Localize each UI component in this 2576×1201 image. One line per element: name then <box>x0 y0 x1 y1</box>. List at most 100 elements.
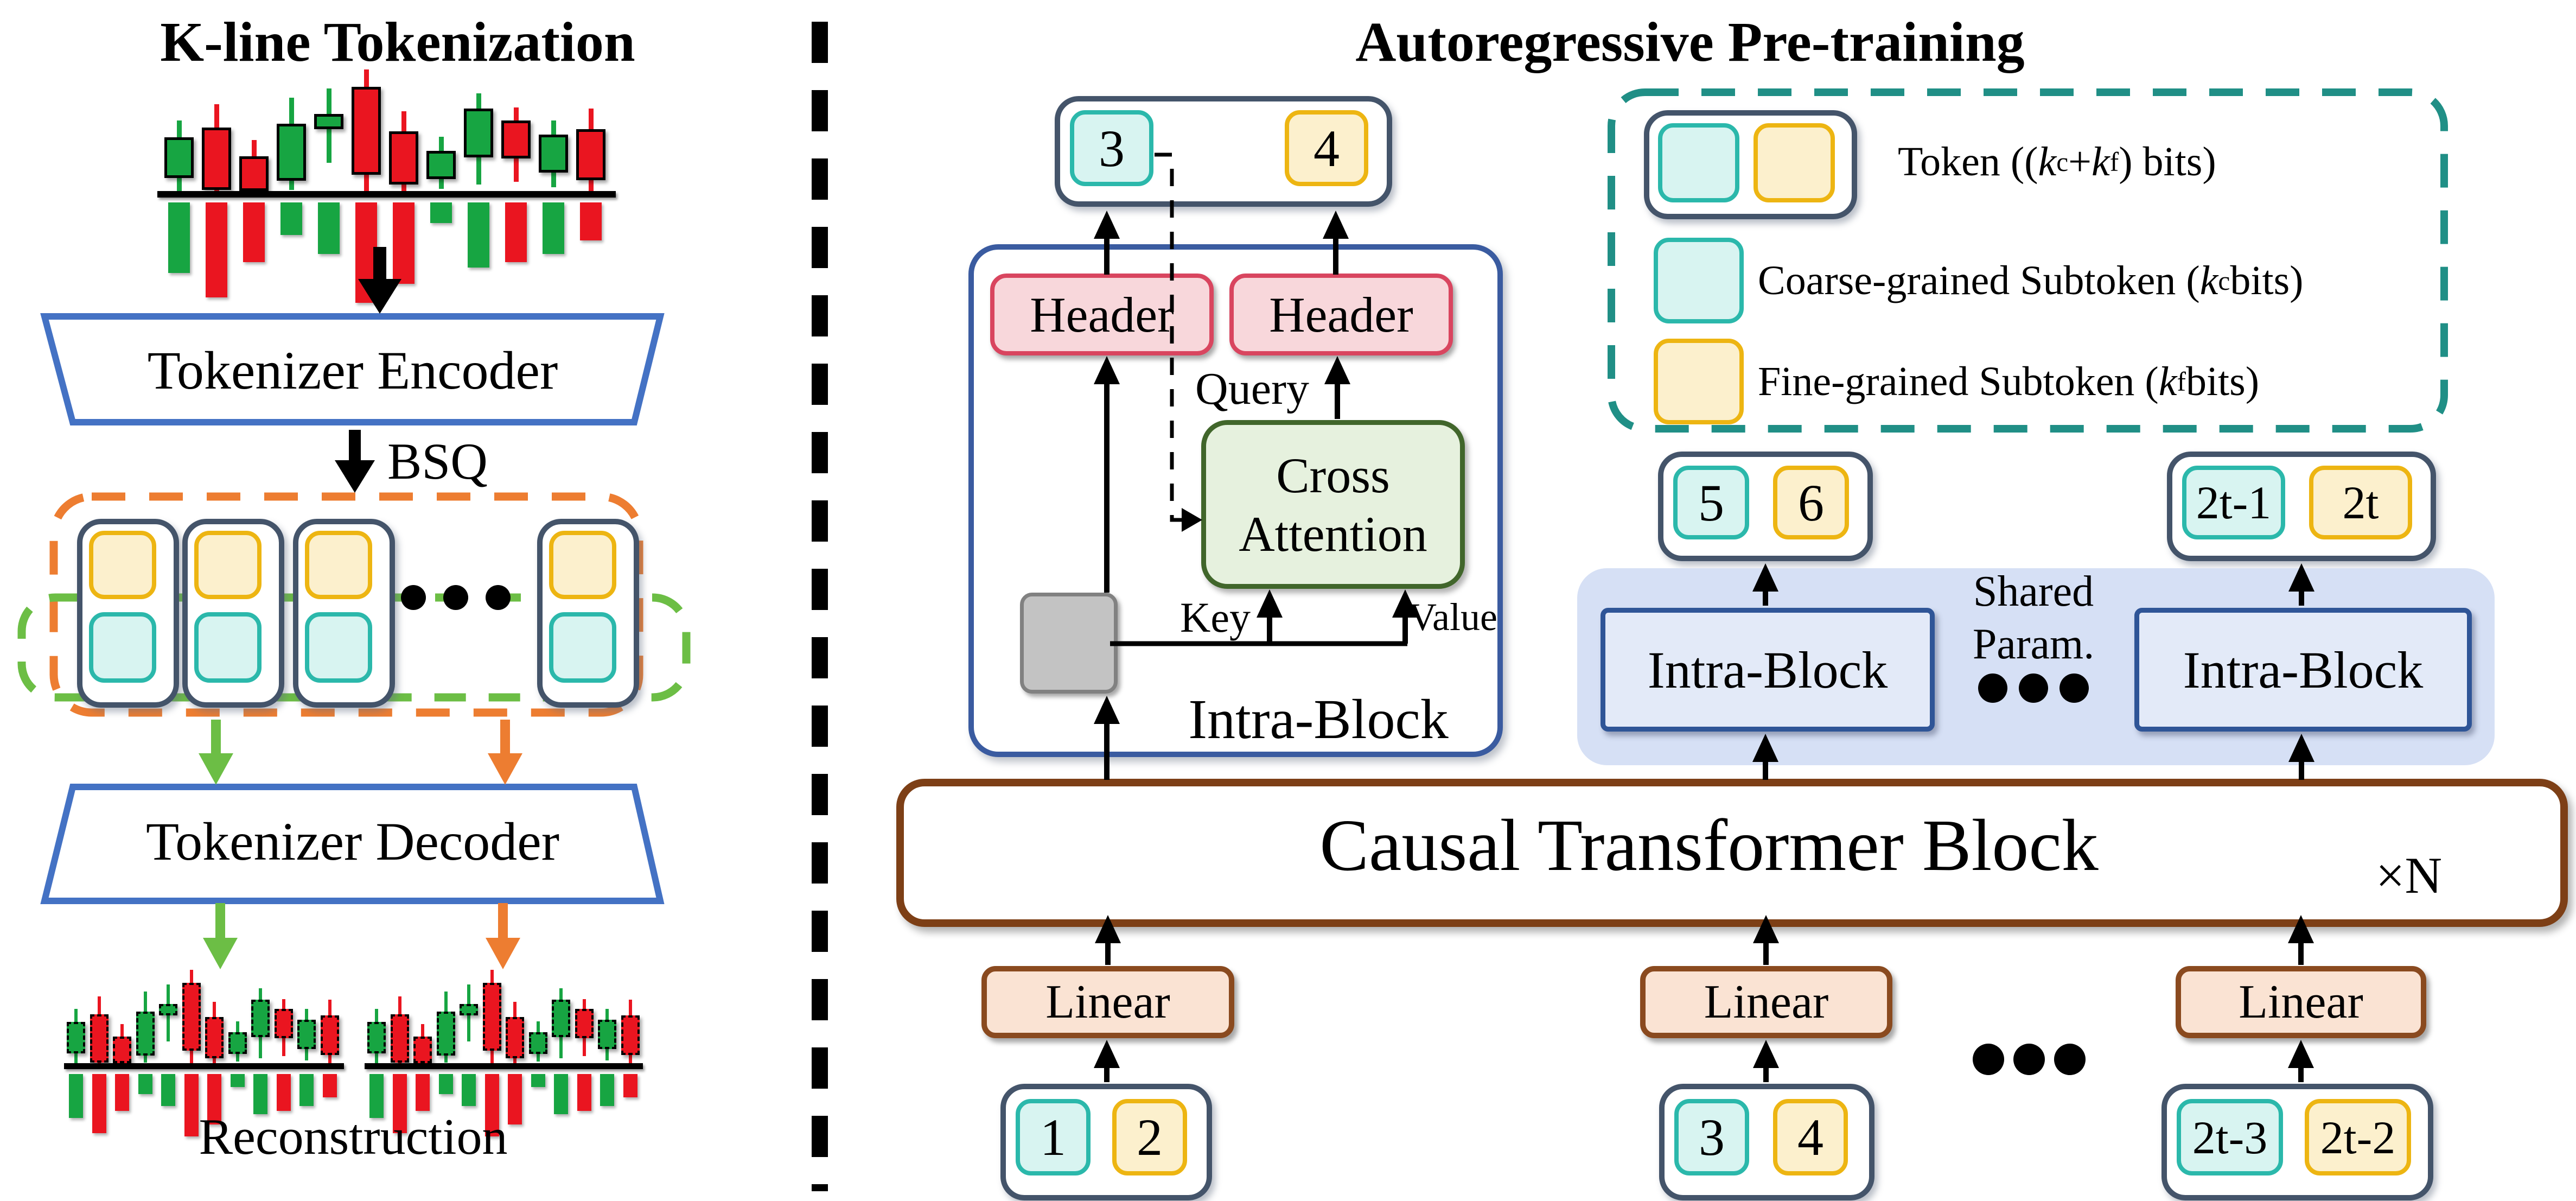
candle-body <box>436 1011 455 1056</box>
volume-bar <box>69 1074 83 1118</box>
token-pair-seq-1 <box>77 519 179 708</box>
volume-bar <box>168 202 190 273</box>
causal-label: Causal Transformer Block <box>1319 805 2099 886</box>
legend-coarse-sample <box>1658 123 1739 202</box>
volume-bar <box>438 1074 453 1095</box>
candle-body <box>501 120 531 158</box>
volume-bar <box>430 202 452 223</box>
volume-bar <box>161 1074 175 1106</box>
candle-body <box>460 1003 478 1016</box>
volume-bar <box>355 202 377 303</box>
token-sequence-orange-outline <box>49 492 643 717</box>
token-pair-3-4: 3 4 <box>1659 1084 1874 1200</box>
value-label: Value <box>1408 595 1497 639</box>
fine-subtoken-2t-2: 2t-2 <box>2305 1099 2411 1175</box>
volume-bar <box>416 1074 430 1111</box>
left-title: K-line Tokenization <box>160 11 635 73</box>
candle-body <box>575 1009 594 1038</box>
shared-param-line1: Shared <box>1973 568 2094 615</box>
volume-bar <box>392 1074 407 1133</box>
recon-baseline <box>365 1063 643 1069</box>
token-pair-2t3-2t2: 2t-3 2t-2 <box>2161 1084 2433 1200</box>
candle-body <box>164 137 194 178</box>
token-pair-seq-2 <box>182 519 284 708</box>
fine-subtoken-2t: 2t <box>2309 466 2412 539</box>
coarse-subtoken-2t-3: 2t-3 <box>2177 1099 2283 1175</box>
volume-bar <box>505 202 527 262</box>
tokenizer-encoder-label: Tokenizer Encoder <box>147 340 558 401</box>
intra-block-1: Intra-Block <box>1601 608 1935 732</box>
candle-body <box>277 124 306 181</box>
candle-body <box>621 1015 640 1055</box>
candle-body <box>320 1015 339 1055</box>
hidden-state-square <box>1020 593 1118 694</box>
linear-box-2: Linear <box>1640 966 1892 1038</box>
coarse-subtoken-3: 3 <box>1070 110 1153 186</box>
query-label: Query <box>1195 363 1309 414</box>
candle-body <box>297 1020 316 1049</box>
volume-bar <box>276 1074 291 1111</box>
candle-body <box>552 1000 570 1038</box>
candle-body <box>528 1032 547 1054</box>
coarse-subtoken <box>305 612 372 683</box>
volume-bar <box>369 1074 384 1118</box>
fine-subtoken <box>305 531 372 599</box>
candle-body <box>113 1036 131 1064</box>
volume-bar <box>484 1074 499 1136</box>
cross-attention-box: Cross Attention <box>1201 420 1465 589</box>
volume-bar <box>207 1074 221 1124</box>
decoder-trapezoid <box>40 784 665 904</box>
reconstruction-chart-right <box>357 947 653 1180</box>
volume-bar <box>623 1074 637 1098</box>
fine-subtoken-6: 6 <box>1773 466 1849 539</box>
candle-body <box>413 1036 432 1064</box>
coarse-subtoken <box>89 612 156 683</box>
volume-bar <box>393 202 415 284</box>
fine-subtoken-4b: 4 <box>1773 1099 1848 1175</box>
volume-bar <box>280 202 302 235</box>
sequence-ellipsis-dots <box>401 585 511 610</box>
section-divider <box>812 22 828 1191</box>
volume-bar <box>253 1074 267 1115</box>
header-box-2 <box>1229 274 1453 355</box>
volume-bar <box>299 1074 314 1106</box>
legend-fine-box <box>1654 339 1744 424</box>
coarse-subtoken <box>549 612 616 683</box>
fine-subtoken <box>194 531 262 599</box>
token-pair-seq-4 <box>537 519 639 708</box>
linear-box-3: Linear <box>2176 966 2426 1038</box>
coarse-subtoken-1: 1 <box>1016 1099 1091 1175</box>
encoder-trapezoid <box>40 313 665 425</box>
coarse-subtoken <box>194 612 262 683</box>
volume-bar <box>206 202 227 297</box>
kline-baseline <box>157 191 616 198</box>
coarse-subtoken-2t-1: 2t-1 <box>2182 466 2285 539</box>
recon-baseline <box>64 1063 344 1069</box>
candle-body <box>389 131 418 185</box>
candle-body <box>182 983 201 1051</box>
volume-bar <box>230 1074 245 1087</box>
legend-token-sample <box>1644 110 1857 219</box>
causal-transformer-block <box>896 779 2568 927</box>
volume-bar <box>184 1074 199 1136</box>
legend-coarse-box <box>1654 238 1744 323</box>
candle-body <box>314 114 343 129</box>
intra-block-2: Intra-Block <box>2134 608 2472 732</box>
candle-body <box>136 1011 155 1056</box>
intra-block-detail-label: Intra-Block <box>1188 688 1449 751</box>
volume-bar <box>577 1074 591 1111</box>
linear-ellipsis-dots <box>1973 1044 2086 1075</box>
xn-label: ×N <box>2375 847 2443 904</box>
token-pair-2t1-2t: 2t-1 2t <box>2167 452 2436 561</box>
volume-bar <box>115 1074 129 1111</box>
candle-body <box>426 151 456 179</box>
volume-bar <box>543 202 564 254</box>
token-pair-seq-3 <box>293 519 395 708</box>
candle-body <box>90 1014 109 1063</box>
legend-fine-sample <box>1754 123 1835 202</box>
header2-label: Header <box>1269 287 1413 342</box>
volume-bar <box>92 1074 106 1133</box>
volume-bar <box>243 202 265 262</box>
